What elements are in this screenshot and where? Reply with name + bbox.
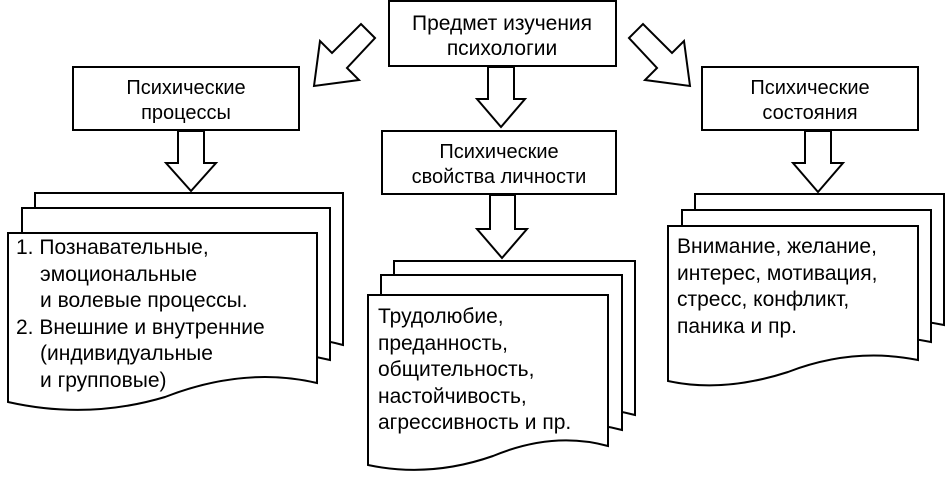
states-item-3: стресс, конфликт, (677, 288, 849, 311)
node-states-box (701, 66, 919, 131)
top-node-line-1: Предмет изучения (412, 12, 592, 35)
personality-item-4: настойчивость, (378, 385, 527, 408)
arrow-down-middle-2 (474, 194, 530, 260)
states-item-4: паника и пр. (677, 315, 797, 338)
processes-item-5: (индивидуальные (40, 342, 213, 365)
top-node: Предмет изучения психологии (388, 0, 617, 67)
states-item-2: интерес, мотивация, (677, 262, 877, 285)
node-processes-box (72, 66, 300, 131)
node-processes-line-2: процессы (141, 102, 231, 124)
processes-item-4: 2. Внешние и внутренние (16, 316, 265, 339)
processes-item-1: 1. Познавательные, (16, 236, 209, 259)
doc-sheet-front (667, 225, 919, 387)
personality-item-5: агрессивность и пр. (378, 411, 571, 434)
doc-stack-states: Внимание, желание, интерес, мотивация, с… (667, 193, 945, 387)
arrow-down-left (163, 130, 219, 193)
processes-item-6: и групповые) (40, 369, 167, 392)
node-personality-line-1: Психические (439, 141, 558, 163)
top-node-line-2: психологии (447, 37, 557, 60)
top-node-box (388, 0, 617, 67)
node-processes-line-1: Психические (126, 77, 245, 99)
arrow-diagonal-right (627, 22, 692, 88)
node-states-line-2: состояния (762, 102, 857, 124)
processes-item-3: и волевые процессы. (40, 289, 248, 312)
arrow-down-right (790, 130, 846, 194)
personality-item-3: общительность, (378, 358, 534, 381)
personality-item-1: Трудолюбие, (378, 305, 504, 328)
node-personality-line-2: свойства личности (412, 166, 587, 188)
node-states-line-1: Психические (750, 77, 869, 99)
states-item-1: Внимание, желание, (677, 235, 877, 258)
node-processes: Психические процессы (72, 66, 300, 131)
arrow-down-middle (474, 66, 528, 129)
node-personality: Психические свойства личности (381, 130, 617, 195)
arrow-diagonal-left (312, 22, 377, 88)
doc-stack-personality: Трудолюбие, преданность, общительность, … (367, 260, 636, 471)
node-states: Психические состояния (701, 66, 919, 131)
processes-item-2: эмоциональные (40, 263, 197, 286)
node-personality-box (381, 130, 617, 195)
doc-sheet-front (367, 294, 609, 471)
doc-stack-processes: 1. Познавательные, эмоциональные и волев… (7, 192, 344, 411)
doc-sheet-front (7, 232, 318, 411)
personality-item-2: преданность, (378, 332, 508, 355)
